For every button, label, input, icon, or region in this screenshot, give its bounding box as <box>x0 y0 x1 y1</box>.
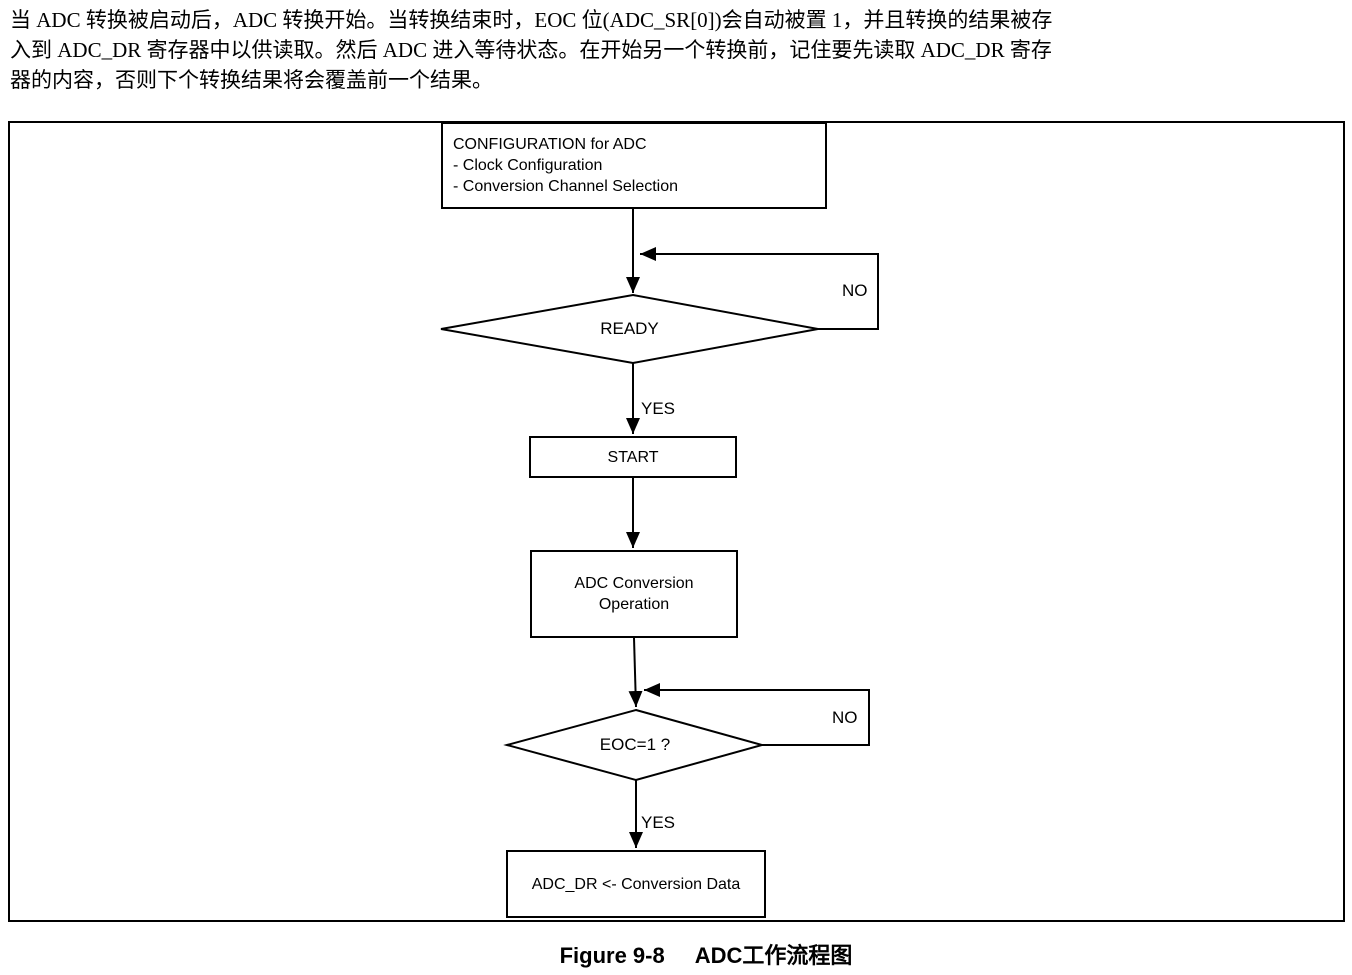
flowchart-node-eoc: EOC=1 ? <box>599 735 671 754</box>
figure-caption: Figure 9-8 ADC工作流程图 <box>30 938 1352 970</box>
intro-paragraph: 当 ADC 转换被启动后，ADC 转换开始。当转换结束时，EOC 位(ADC_S… <box>10 5 1350 95</box>
branch-label-eoc-no: NO <box>832 708 858 727</box>
paragraph-line: 器的内容，否则下个转换结果将会覆盖前一个结果。 <box>10 68 493 92</box>
branch-label-eoc-yes: YES <box>641 813 676 832</box>
configuration-line: - Clock Configuration <box>453 157 603 174</box>
branch-label-ready-yes: YES <box>641 399 676 418</box>
flowchart-node-conversion: ADC Conversion Operation <box>530 550 738 638</box>
conversion-line: ADC Conversion <box>574 575 694 592</box>
figure-caption-label: Figure 9-8 <box>559 943 665 968</box>
paragraph-line: 当 ADC 转换被启动后，ADC 转换开始。当转换结束时，EOC 位(ADC_S… <box>10 8 1053 32</box>
branch-label-ready-no: NO <box>842 281 868 300</box>
flowchart-node-ready: READY <box>600 319 659 338</box>
configuration-line: CONFIGURATION for ADC <box>453 136 647 153</box>
flowchart-node-start: START <box>529 436 737 478</box>
flowchart-node-configuration: CONFIGURATION for ADC - Clock Configurat… <box>441 122 827 209</box>
configuration-line: - Conversion Channel Selection <box>453 178 679 195</box>
conversion-line: Operation <box>598 596 670 613</box>
flowchart-node-store-result: ADC_DR <- Conversion Data <box>506 850 766 918</box>
figure-frame <box>8 121 1345 922</box>
paragraph-line: 入到 ADC_DR 寄存器中以供读取。然后 ADC 进入等待状态。在开始另一个转… <box>10 38 1052 62</box>
figure-caption-title: ADC工作流程图 <box>694 943 853 968</box>
